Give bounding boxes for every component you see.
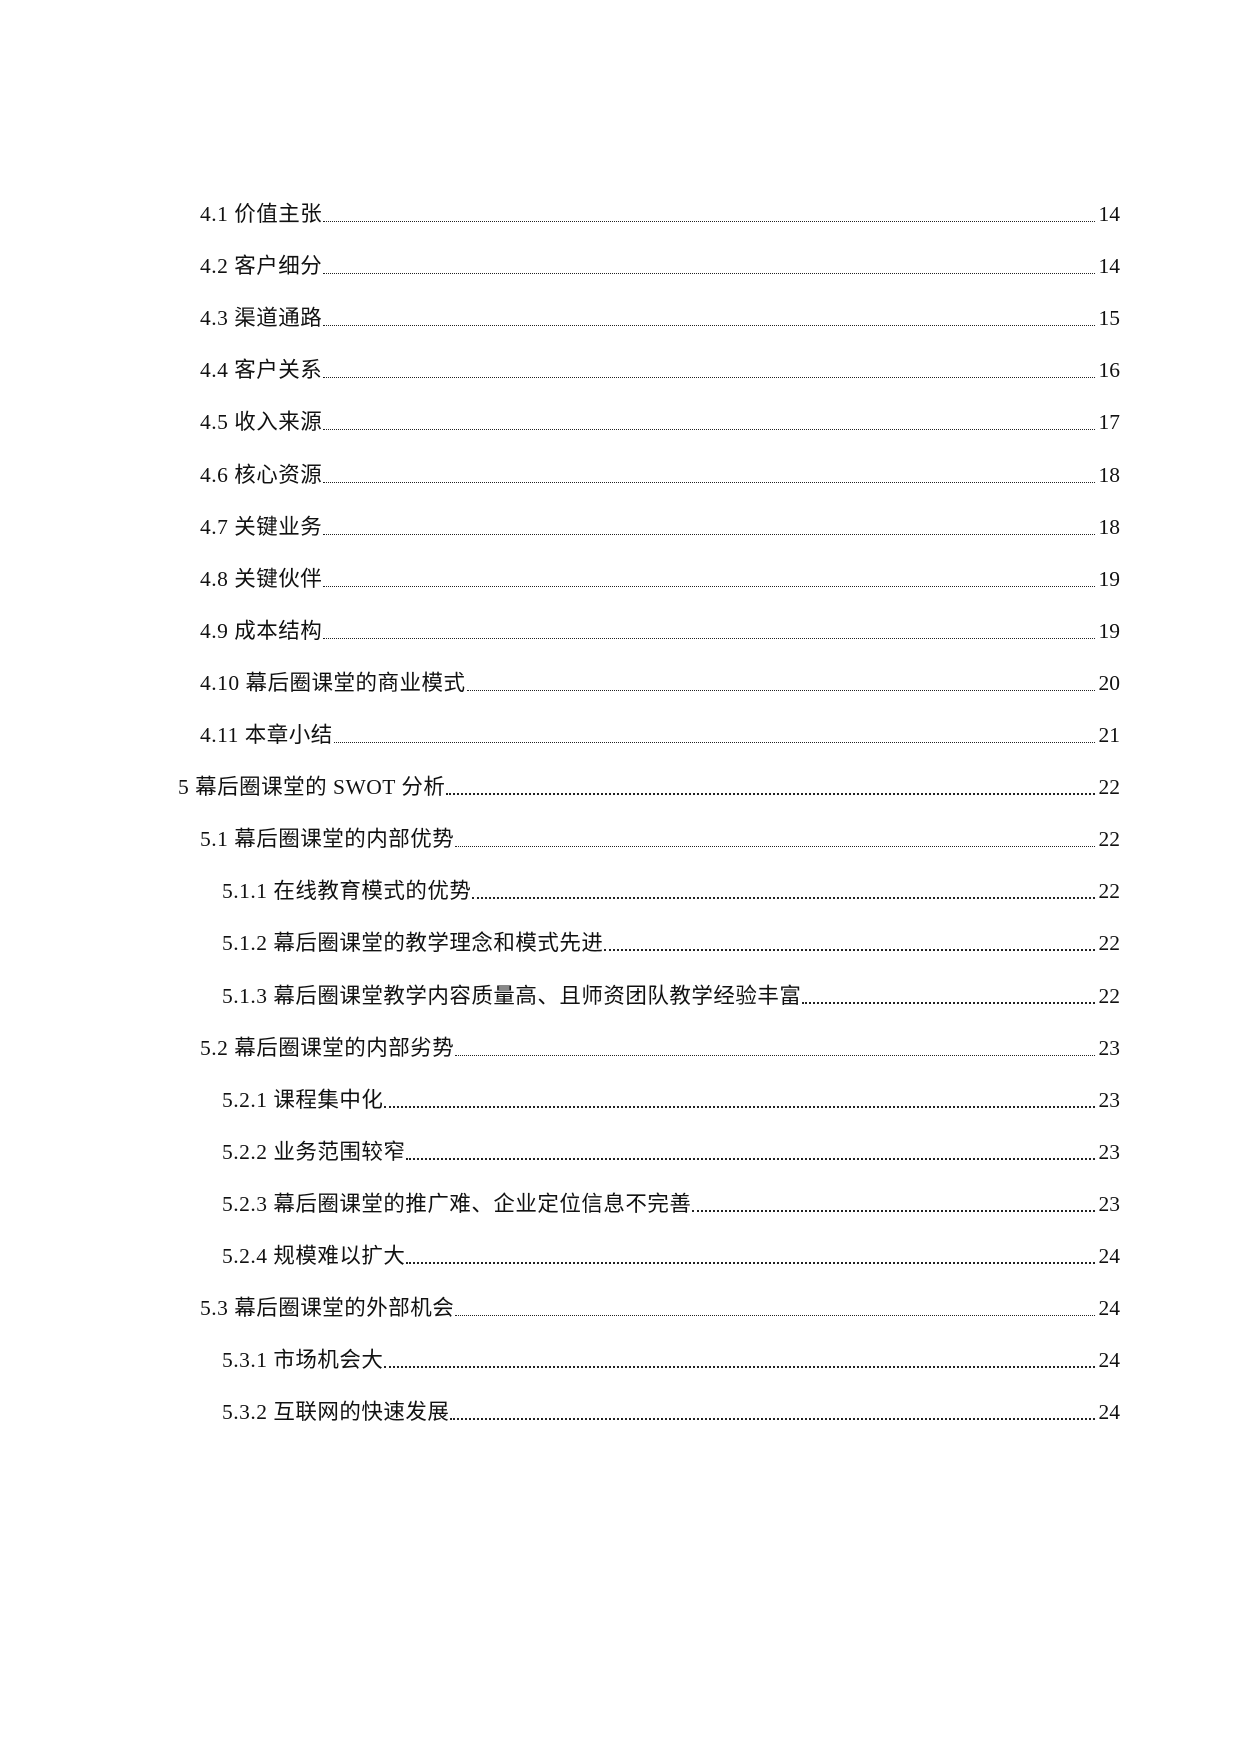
toc-entry[interactable]: 4.1 价值主张 14: [200, 188, 1120, 228]
toc-entry-title: 4.10 幕后圈课堂的商业模式: [200, 670, 466, 695]
toc-entry-title: 4.3 渠道通路: [200, 306, 323, 331]
toc-entry-title: 4.8 关键伙伴: [200, 566, 323, 591]
toc-entry-page-number: 23: [1098, 1087, 1121, 1112]
toc-entry-title: 5.1.1 在线教育模式的优势: [222, 879, 472, 904]
toc-entry-title: 5.2.1 课程集中化: [222, 1087, 384, 1112]
toc-entry[interactable]: 5.1.3 幕后圈课堂教学内容质量高、且师资团队教学经验丰富 22: [222, 970, 1120, 1010]
toc-entry-page-number: 15: [1098, 306, 1121, 331]
toc-entry-page-number: 14: [1098, 202, 1121, 226]
toc-entry-page-number: 16: [1098, 358, 1121, 383]
toc-entry-title: 5.1 幕后圈课堂的内部优势: [200, 827, 455, 852]
dot-leader: [323, 481, 1095, 483]
toc-entry-title: 5.2 幕后圈课堂的内部劣势: [200, 1035, 455, 1060]
dot-leader: [323, 533, 1095, 535]
dot-leader: [384, 1366, 1095, 1369]
toc-entry[interactable]: 4.5 收入来源 17: [200, 396, 1120, 436]
toc-entry[interactable]: 5.3 幕后圈课堂的外部机会 24: [200, 1282, 1120, 1322]
toc-entry[interactable]: 4.11 本章小结 21: [200, 709, 1120, 749]
toc-entry[interactable]: 4.4 客户关系 16: [200, 344, 1120, 384]
toc-entry-title: 5.3.1 市场机会大: [222, 1348, 384, 1373]
dot-leader: [455, 1054, 1095, 1056]
dot-leader: [323, 585, 1095, 587]
toc-entry-page-number: 18: [1098, 514, 1121, 539]
toc-entry-page-number: 14: [1098, 254, 1121, 279]
dot-leader: [323, 325, 1095, 327]
toc-entry-title: 4.9 成本结构: [200, 618, 323, 643]
toc-entry-page-number: 22: [1098, 879, 1121, 904]
toc-entry-title: 5.1.2 幕后圈课堂的教学理念和模式先进: [222, 931, 604, 956]
toc-entry-title: 5.2.3 幕后圈课堂的推广难、企业定位信息不完善: [222, 1191, 692, 1216]
toc-entry[interactable]: 4.2 客户细分 14: [200, 240, 1120, 280]
toc-entry[interactable]: 5.1.2 幕后圈课堂的教学理念和模式先进 22: [222, 917, 1120, 957]
dot-leader: [406, 1262, 1095, 1264]
dot-leader: [323, 273, 1095, 275]
toc-entry[interactable]: 4.10 幕后圈课堂的商业模式 20: [200, 657, 1120, 697]
toc-entry-title: 4.1 价值主张: [200, 202, 323, 226]
toc-entry-title: 4.6 核心资源: [200, 462, 323, 487]
dot-leader: [466, 689, 1095, 691]
toc-entry[interactable]: 5.3.2 互联网的快速发展 24: [222, 1386, 1120, 1426]
toc-entry-page-number: 23: [1098, 1139, 1121, 1164]
toc-entry[interactable]: 5 幕后圈课堂的 SWOT 分析 22: [178, 761, 1120, 801]
toc-entry[interactable]: 5.1.1 在线教育模式的优势 22: [222, 865, 1120, 905]
dot-leader: [323, 637, 1095, 639]
dot-leader: [323, 221, 1095, 222]
toc-entry[interactable]: 5.2 幕后圈课堂的内部劣势 23: [200, 1022, 1120, 1062]
dot-leader: [323, 429, 1095, 431]
dot-leader: [406, 1157, 1095, 1160]
dot-leader: [450, 1418, 1095, 1421]
toc-entry[interactable]: 4.3 渠道通路 15: [200, 292, 1120, 332]
toc-entry-page-number: 22: [1098, 775, 1121, 800]
toc-entry[interactable]: 5.2.4 规模难以扩大 24: [222, 1230, 1120, 1270]
toc-entry-title: 5.3.2 互联网的快速发展: [222, 1400, 450, 1425]
toc-entry[interactable]: 4.7 关键业务 18: [200, 501, 1120, 541]
toc-entry-title: 5.3 幕后圈课堂的外部机会: [200, 1296, 455, 1321]
toc-entry-page-number: 18: [1098, 462, 1121, 487]
toc-entry-title: 5.2.2 业务范围较窄: [222, 1139, 406, 1164]
toc-entry-page-number: 22: [1098, 827, 1121, 852]
toc-entry[interactable]: 4.8 关键伙伴 19: [200, 553, 1120, 593]
dot-leader: [802, 1001, 1095, 1004]
toc-entry[interactable]: 5.2.3 幕后圈课堂的推广难、企业定位信息不完善 23: [222, 1178, 1120, 1218]
toc-entry-page-number: 23: [1098, 1191, 1121, 1216]
toc-entry-title: 4.2 客户细分: [200, 254, 323, 279]
toc-entry[interactable]: 5.2.2 业务范围较窄 23: [222, 1126, 1120, 1166]
toc-entry-page-number: 23: [1098, 1035, 1121, 1060]
toc-entry-title: 4.7 关键业务: [200, 514, 323, 539]
dot-leader: [446, 793, 1095, 796]
toc-entry[interactable]: 4.9 成本结构 19: [200, 605, 1120, 645]
dot-leader: [333, 742, 1095, 743]
toc-entry-page-number: 24: [1098, 1296, 1121, 1321]
dot-leader: [472, 897, 1095, 900]
toc-entry-page-number: 22: [1098, 983, 1121, 1008]
toc-entry-title: 4.5 收入来源: [200, 410, 323, 435]
toc-entry-title: 5.2.4 规模难以扩大: [222, 1244, 406, 1268]
toc-entry-page-number: 19: [1098, 618, 1121, 643]
toc-entry-title: 5.1.3 幕后圈课堂教学内容质量高、且师资团队教学经验丰富: [222, 983, 802, 1008]
dot-leader: [455, 1315, 1095, 1317]
toc-entry-page-number: 21: [1098, 723, 1121, 747]
toc-entry-page-number: 22: [1098, 931, 1121, 956]
toc-entry[interactable]: 4.6 核心资源 18: [200, 449, 1120, 489]
toc-entry-title: 5 幕后圈课堂的 SWOT 分析: [178, 775, 446, 800]
dot-leader: [323, 377, 1095, 379]
toc-entry-page-number: 17: [1098, 410, 1121, 435]
dot-leader: [604, 949, 1095, 952]
toc-entry-page-number: 24: [1098, 1348, 1121, 1373]
toc-entry[interactable]: 5.2.1 课程集中化 23: [222, 1074, 1120, 1114]
dot-leader: [384, 1105, 1095, 1108]
toc-entry-title: 4.11 本章小结: [200, 723, 333, 747]
toc-entry-page-number: 24: [1098, 1244, 1121, 1268]
toc-entry-page-number: 19: [1098, 566, 1121, 591]
dot-leader: [455, 846, 1095, 848]
dot-leader: [692, 1209, 1095, 1212]
toc-entry-title: 4.4 客户关系: [200, 358, 323, 383]
toc-entry[interactable]: 5.3.1 市场机会大 24: [222, 1334, 1120, 1374]
toc-entry[interactable]: 5.1 幕后圈课堂的内部优势 22: [200, 813, 1120, 853]
toc-entry-page-number: 20: [1098, 670, 1121, 695]
toc-entry-page-number: 24: [1098, 1400, 1121, 1425]
